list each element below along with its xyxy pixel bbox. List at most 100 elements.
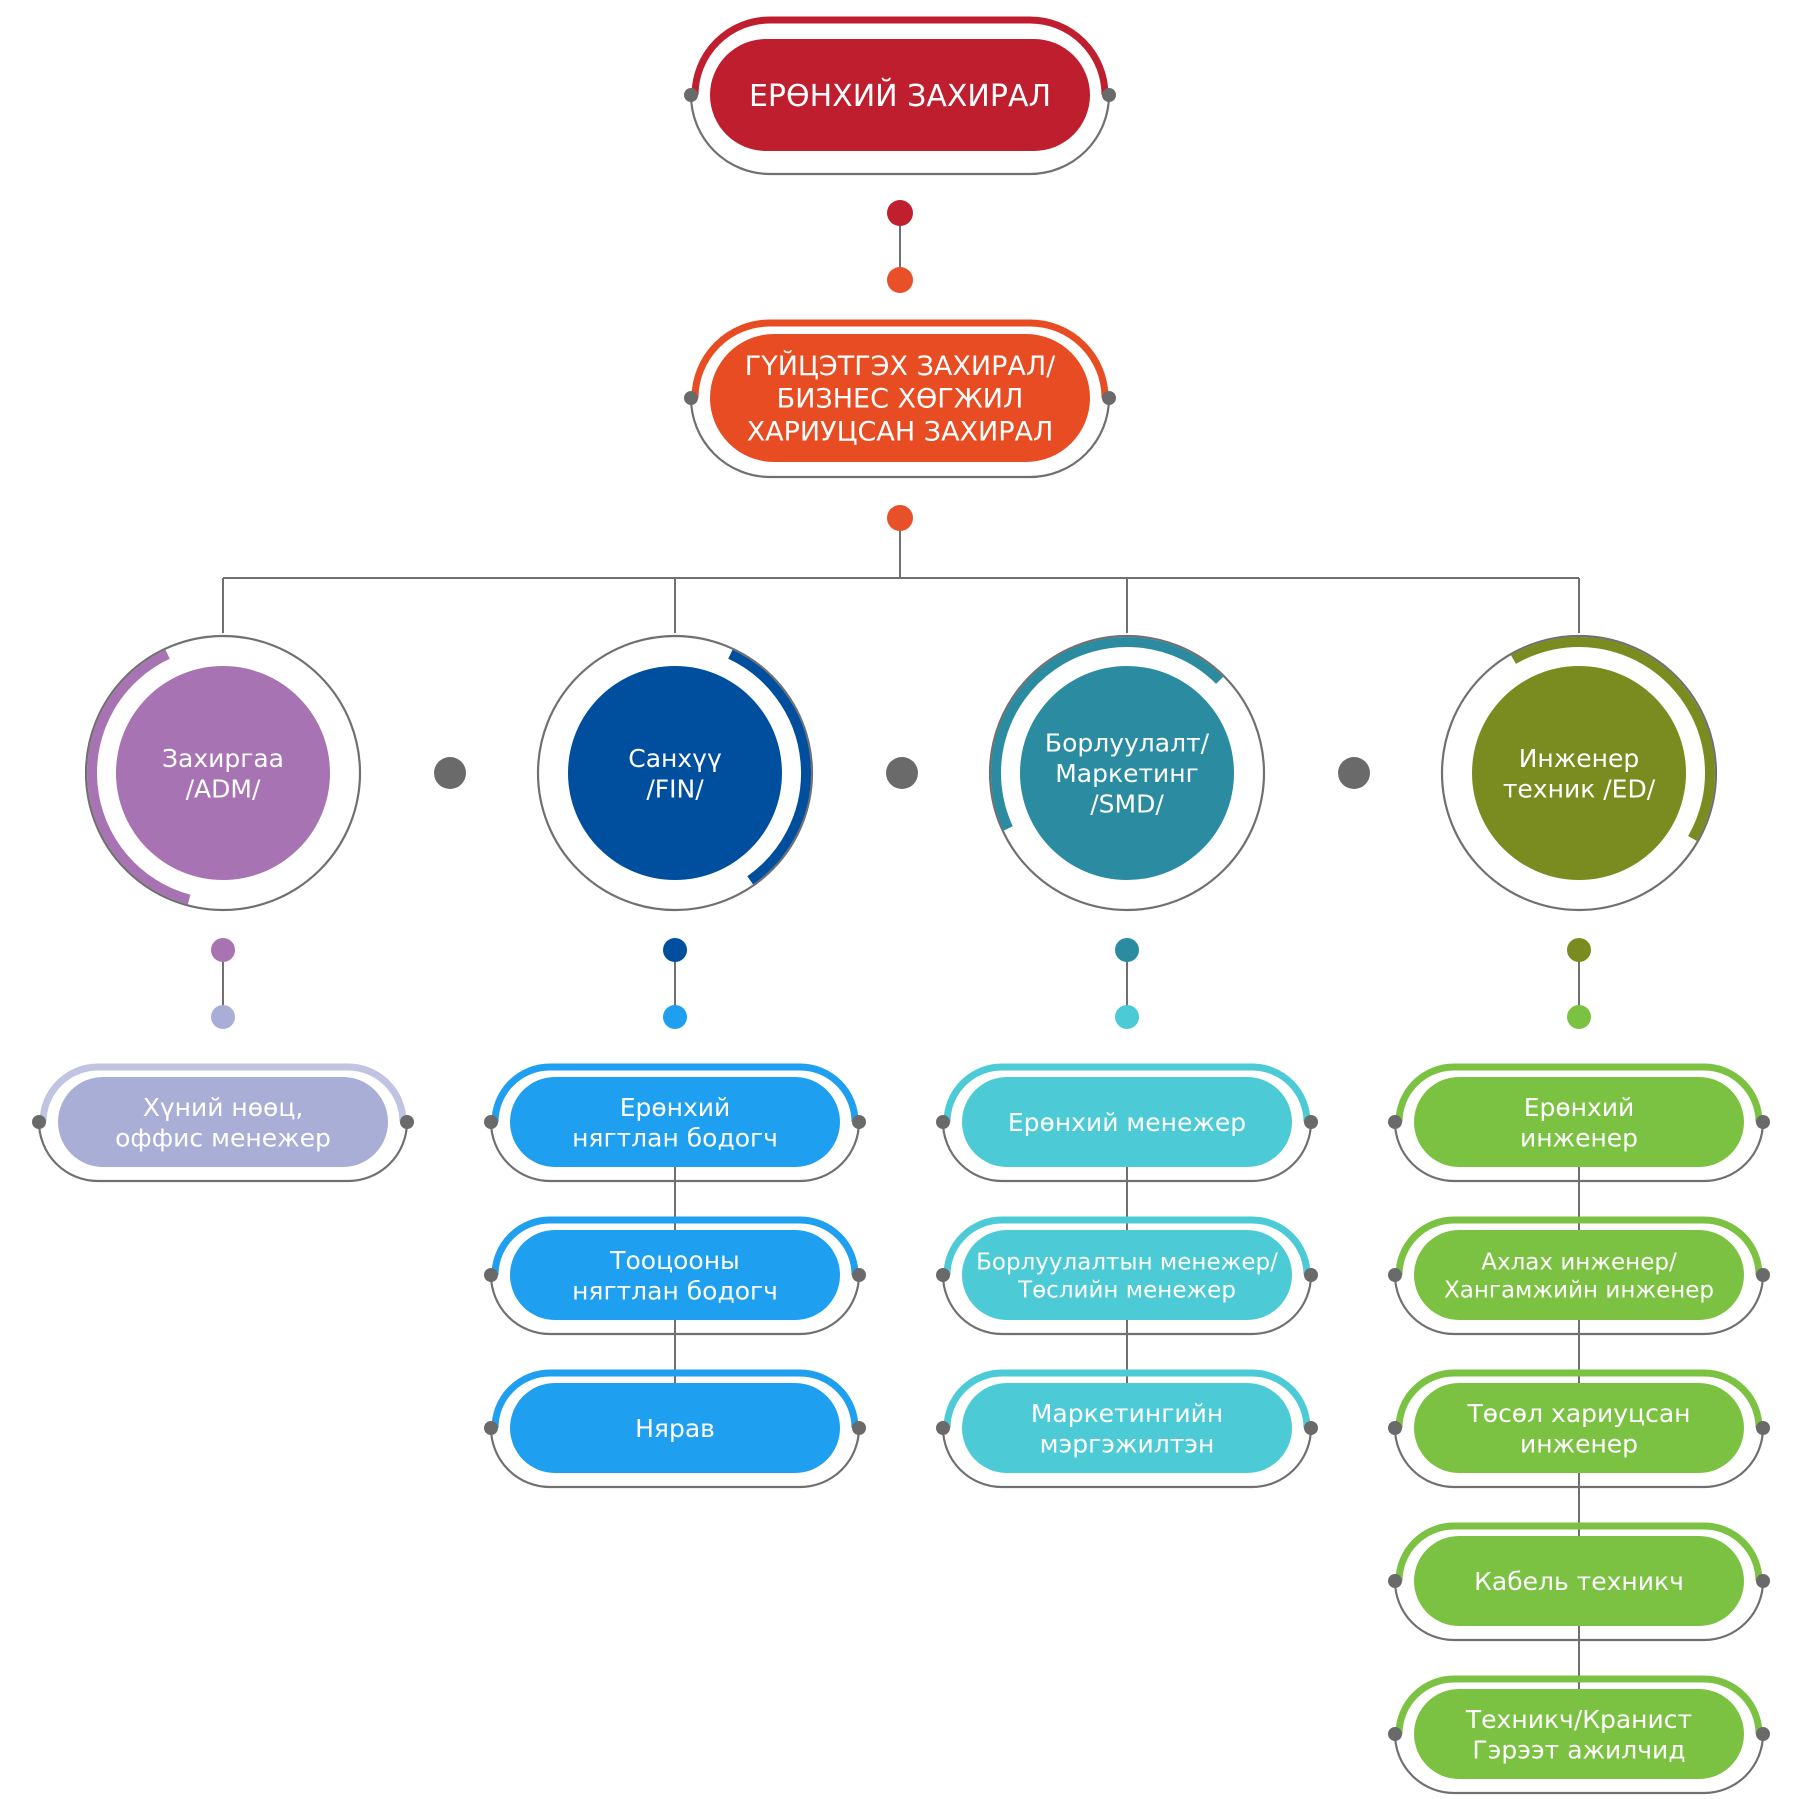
department-label-smd-line: Маркетинг — [1055, 759, 1199, 788]
department-ring — [988, 634, 1266, 912]
executive-label-line: ГҮЙЦЭТГЭХ ЗАХИРАЛ/ — [745, 350, 1056, 382]
position-label-smd-line: Төслийн менежер — [1017, 1277, 1236, 1303]
position-box-fin-side-dot — [484, 1268, 498, 1282]
ceo-label-line: ЕРӨНХИЙ ЗАХИРАЛ — [749, 78, 1051, 114]
department-connector-dot — [1115, 1005, 1139, 1029]
department-label-smd-line: /SMD/ — [1090, 790, 1164, 819]
position-label-ed-line: Ерөнхий — [1524, 1093, 1635, 1122]
position-label-ed-line: инженер — [1520, 1123, 1638, 1152]
position-label-smd: Ерөнхий менежер — [1008, 1108, 1246, 1137]
executive-box-outline — [689, 397, 1111, 479]
position-label-smd-line: Маркетингийн — [1031, 1399, 1223, 1428]
position-box-ed-side-dot — [1756, 1115, 1770, 1129]
position-box-fin-side-dot — [852, 1268, 866, 1282]
position-box-adm-side-dot — [32, 1115, 46, 1129]
position-box-smd-accent-arc — [943, 1063, 1311, 1123]
department-label-smd-line: Борлуулалт/ — [1045, 729, 1210, 758]
position-box-adm-side-dot — [400, 1115, 414, 1129]
position-label-smd-line: Борлуулалтын менежер/ — [976, 1249, 1278, 1275]
position-box-ed-fill — [1414, 1077, 1744, 1167]
position-box-fin-outline — [489, 1121, 861, 1183]
position-box-smd-accent-arc — [943, 1216, 1311, 1276]
position-label-adm: Хүний нөөц,оффис менежер — [115, 1093, 331, 1153]
department-label-adm: Захиргаа/ADM/ — [162, 744, 284, 804]
department-connector-dot — [1115, 938, 1139, 962]
executive-box-fill — [710, 334, 1090, 462]
position-box-fin-outline — [489, 1427, 861, 1489]
department-ring — [1440, 634, 1718, 912]
position-box-smd-side-dot — [936, 1421, 950, 1435]
department-circle-fin — [568, 666, 782, 880]
position-box-adm-accent-arc — [39, 1063, 407, 1123]
position-label-ed-line: инженер — [1520, 1429, 1638, 1458]
department-label-ed-line: техник /ED/ — [1503, 774, 1656, 803]
department-ring — [536, 634, 814, 912]
position-box-fin-fill — [510, 1077, 840, 1167]
separator-dot — [1338, 757, 1370, 789]
position-box-smd-side-dot — [1304, 1421, 1318, 1435]
position-box-ed-outline — [1393, 1121, 1765, 1183]
position-label-fin-line: нягтлан бодогч — [572, 1276, 778, 1305]
position-box-ed-side-dot — [1388, 1268, 1402, 1282]
department-label-fin-line: /FIN/ — [646, 774, 704, 803]
position-label-ed-line: Ахлах инженер/ — [1481, 1249, 1677, 1275]
position-box-smd-fill — [962, 1230, 1292, 1320]
ceo-box-side-dot — [684, 88, 698, 102]
chart-nodes: ЕРӨНХИЙ ЗАХИРАЛ ГҮЙЦЭТГЭХ ЗАХИРАЛ/БИЗНЕС … — [32, 16, 1770, 1795]
department-connector-dot — [1567, 1005, 1591, 1029]
position-label-fin: Нярав — [635, 1414, 715, 1443]
department-connector-dot — [663, 1005, 687, 1029]
department-connector-dot — [1567, 938, 1591, 962]
position-box-smd-outline — [941, 1274, 1313, 1336]
position-label-ed-line: Кабель техникч — [1474, 1567, 1684, 1596]
position-box-fin-accent-arc — [491, 1216, 859, 1276]
position-label-smd: Борлуулалтын менежер/Төслийн менежер — [976, 1249, 1278, 1303]
department-connector-dot — [663, 938, 687, 962]
department-accent-arc — [87, 649, 191, 905]
position-box-ed-side-dot — [1388, 1727, 1402, 1741]
position-box-fin-side-dot — [484, 1115, 498, 1129]
position-box-ed-accent-arc — [1395, 1675, 1763, 1735]
position-label-adm-line: оффис менежер — [115, 1123, 331, 1152]
position-box-ed-side-dot — [1756, 1727, 1770, 1741]
position-box-ed-fill — [1414, 1536, 1744, 1626]
position-box-ed-outline — [1393, 1733, 1765, 1795]
position-box-smd-outline — [941, 1427, 1313, 1489]
position-box-ed-accent-arc — [1395, 1522, 1763, 1582]
position-box-ed-outline — [1393, 1580, 1765, 1642]
ceo-connector-dot — [887, 200, 913, 226]
ceo-label: ЕРӨНХИЙ ЗАХИРАЛ — [749, 78, 1051, 114]
ceo-box-side-dot — [1102, 88, 1116, 102]
department-circle-smd — [1020, 666, 1234, 880]
department-label-fin: Санхүү/FIN/ — [628, 744, 722, 804]
position-box-ed-side-dot — [1388, 1115, 1402, 1129]
position-box-ed-fill — [1414, 1230, 1744, 1320]
position-label-ed: Кабель техникч — [1474, 1567, 1684, 1596]
position-label-fin-line: Ерөнхий — [620, 1093, 731, 1122]
executive-box-side-dot — [1102, 391, 1116, 405]
position-box-ed-fill — [1414, 1383, 1744, 1473]
ceo-box-accent-arc — [691, 16, 1109, 96]
position-box-ed-accent-arc — [1395, 1216, 1763, 1276]
position-label-ed-line: Техникч/Кранист — [1465, 1705, 1692, 1734]
position-label-fin-line: Тооцооны — [609, 1246, 740, 1275]
position-label-adm-line: Хүний нөөц, — [143, 1093, 304, 1122]
department-label-smd: Борлуулалт/Маркетинг/SMD/ — [1045, 729, 1210, 819]
position-label-ed-line: Хангамжийн инженер — [1444, 1277, 1714, 1303]
position-box-smd-accent-arc — [943, 1369, 1311, 1429]
executive-label-line: БИЗНЕС ХӨГЖИЛ — [777, 384, 1024, 415]
exec-connector-dot — [887, 267, 913, 293]
position-box-fin-fill — [510, 1383, 840, 1473]
position-box-ed-side-dot — [1388, 1574, 1402, 1588]
department-label-adm-line: Захиргаа — [162, 744, 284, 773]
department-circle-adm — [116, 666, 330, 880]
department-ring — [84, 634, 362, 912]
position-box-fin-side-dot — [484, 1421, 498, 1435]
